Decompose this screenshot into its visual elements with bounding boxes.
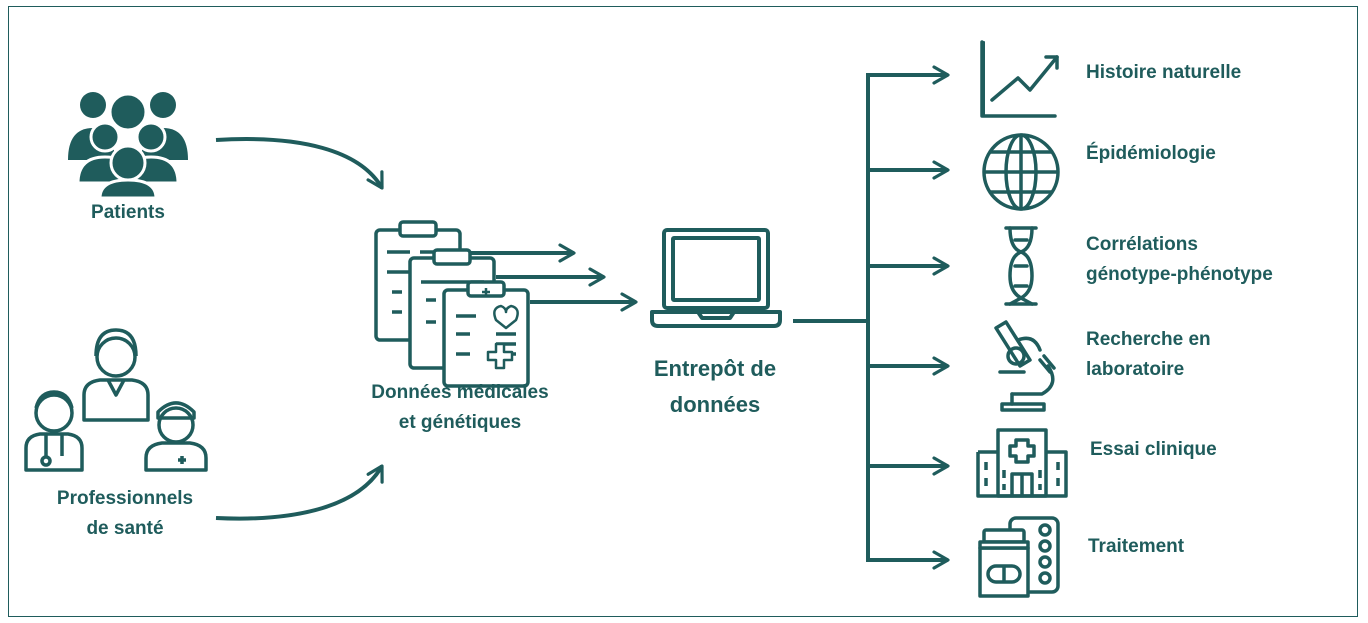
output-label-lab-research: Recherche en laboratoire bbox=[1086, 329, 1211, 380]
output-label-epidemiology: Épidémiologie bbox=[1086, 143, 1216, 164]
output-label-treatment: Traitement bbox=[1088, 536, 1185, 557]
professionals-label: Professionnels de santé bbox=[56, 488, 194, 539]
patients-group-icon bbox=[68, 92, 188, 200]
records-label: Données médicales et génétiques bbox=[371, 382, 549, 433]
dna-icon bbox=[1004, 226, 1038, 306]
professionals-to-records-arrow bbox=[215, 464, 384, 521]
output-label-clinical-trial: Essai clinique bbox=[1090, 439, 1217, 460]
patients-to-records-arrow bbox=[215, 137, 384, 190]
microscope-icon bbox=[994, 320, 1056, 412]
laptop-icon bbox=[650, 228, 782, 328]
diagram-frame bbox=[8, 6, 1358, 617]
medical-records-icon bbox=[374, 220, 530, 388]
patients-label: Patients bbox=[91, 202, 165, 223]
health-professionals-icon bbox=[24, 328, 208, 472]
globe-icon bbox=[982, 133, 1060, 211]
line-chart-icon bbox=[980, 40, 1059, 118]
hospital-icon bbox=[976, 428, 1068, 498]
medication-icon bbox=[978, 516, 1060, 598]
output-label-genotype-phenotype: Corrélations génotype-phénotype bbox=[1086, 234, 1273, 285]
output-label-natural-history: Histoire naturelle bbox=[1086, 62, 1242, 83]
warehouse-label: Entrepôt de données bbox=[653, 356, 777, 417]
